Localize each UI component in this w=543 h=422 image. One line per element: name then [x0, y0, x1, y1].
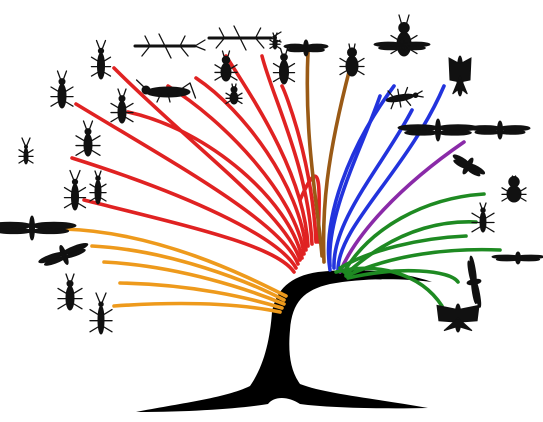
red-branch-2: [70, 156, 298, 270]
alderfly-icon: [448, 55, 472, 97]
cockroach-icon: [214, 50, 238, 82]
lacewing-icon: [397, 118, 479, 142]
snakefly-icon: [385, 86, 424, 110]
earwig-icon: [50, 70, 74, 109]
booklouse-icon: [283, 39, 329, 57]
stick-insect-icon: [133, 33, 206, 59]
brown-branch-2: [321, 66, 352, 264]
red-branch-3: [74, 102, 300, 266]
green-branch-1: [342, 192, 486, 274]
wasp-icon: [469, 120, 531, 140]
dragonfly-icon: [0, 215, 77, 241]
flea-icon: [501, 175, 527, 203]
brown-branch-1: [305, 50, 324, 258]
branches-group: [62, 50, 502, 314]
caddisfly-icon: [466, 255, 482, 308]
orange-branch-5: [112, 301, 282, 314]
blue-branch-2: [327, 94, 382, 268]
mayfly-icon: [38, 243, 89, 266]
stonefly-icon: [57, 273, 83, 311]
green-branch-4: [346, 269, 460, 284]
rock-crawler-icon: [89, 292, 113, 335]
true-bug-icon: [339, 43, 365, 77]
moth-icon: [436, 303, 480, 333]
mantis-icon: [207, 25, 282, 51]
orange-branch-3: [102, 260, 286, 306]
bristletail-icon: [18, 137, 34, 165]
red-branch-4: [112, 66, 302, 262]
blue-branch-4: [336, 84, 446, 272]
green-branch-6: [338, 234, 468, 270]
thrips-icon: [269, 32, 281, 50]
orange-branch-2: [90, 244, 286, 302]
red-branch-7: [194, 76, 308, 252]
purple-branch-1: [338, 140, 466, 274]
butterfly-icon: [373, 37, 431, 55]
green-branch-2: [344, 220, 478, 276]
green-branch-5: [334, 266, 444, 308]
grasshopper-icon: [135, 79, 197, 103]
heel-walker-icon: [110, 88, 134, 124]
tree-trunk: [136, 270, 432, 412]
fly-icon: [491, 251, 543, 265]
silhouettes-group: [0, 14, 543, 335]
red-branch-6: [166, 84, 306, 256]
red-branch-8: [224, 54, 310, 248]
twisted-wing-icon: [452, 154, 486, 177]
red-branch-10: [280, 84, 318, 244]
termite-icon: [272, 47, 296, 85]
orange-branch-4: [118, 281, 284, 310]
angel-insect-icon: [89, 170, 107, 205]
red-branch-1: [82, 198, 296, 274]
louse-icon: [225, 83, 243, 105]
scorpionfly-icon: [471, 202, 495, 233]
orange-branch-1: [62, 227, 288, 298]
cricket-icon: [75, 120, 101, 157]
webspinner-icon: [90, 39, 112, 80]
red-branch-5: [126, 110, 304, 260]
red-branch-9: [260, 54, 314, 246]
silverfish-icon: [63, 169, 87, 211]
